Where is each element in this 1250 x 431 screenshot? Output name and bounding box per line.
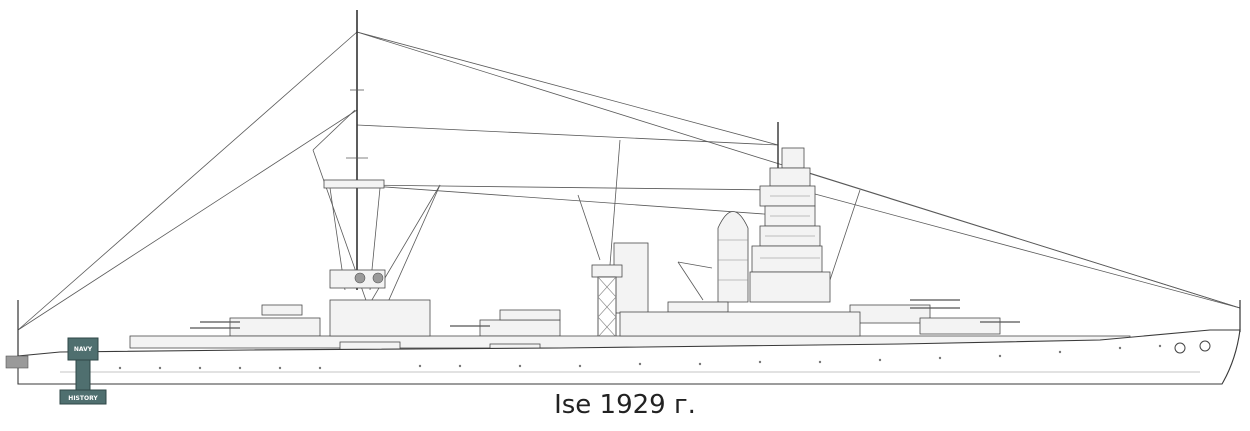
logo-bottom-text: HISTORY (68, 395, 98, 402)
navy-history-logo: NAVY HISTORY (59, 337, 107, 405)
portholes (118, 344, 1162, 370)
turrets (190, 299, 1020, 337)
main-mast (323, 10, 386, 291)
pagoda-tower (749, 122, 831, 303)
hull (5, 300, 1241, 385)
anchors (1174, 340, 1211, 354)
searchlight-tower (591, 242, 649, 338)
funnel (717, 211, 749, 303)
logo-top-text: NAVY (74, 346, 93, 353)
drawing-caption: Ise 1929 г. (554, 390, 696, 420)
